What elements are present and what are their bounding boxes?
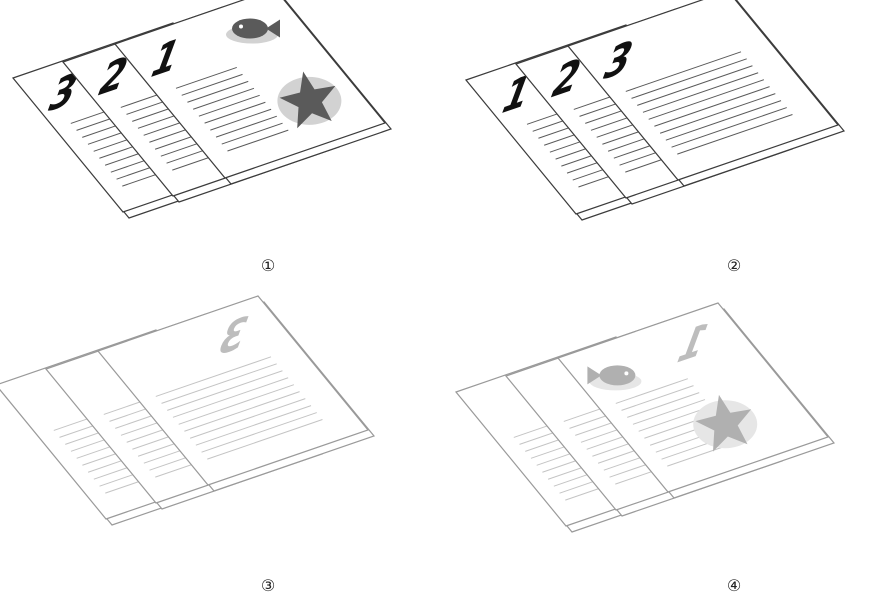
option-4-stack: 321 xyxy=(456,303,834,532)
option-number-2: ② xyxy=(721,253,747,279)
option-3-stack: 123 xyxy=(0,296,374,525)
option-number-3: ③ xyxy=(255,573,281,599)
option-number-1: ① xyxy=(255,253,281,279)
option-number-4: ④ xyxy=(721,573,747,599)
